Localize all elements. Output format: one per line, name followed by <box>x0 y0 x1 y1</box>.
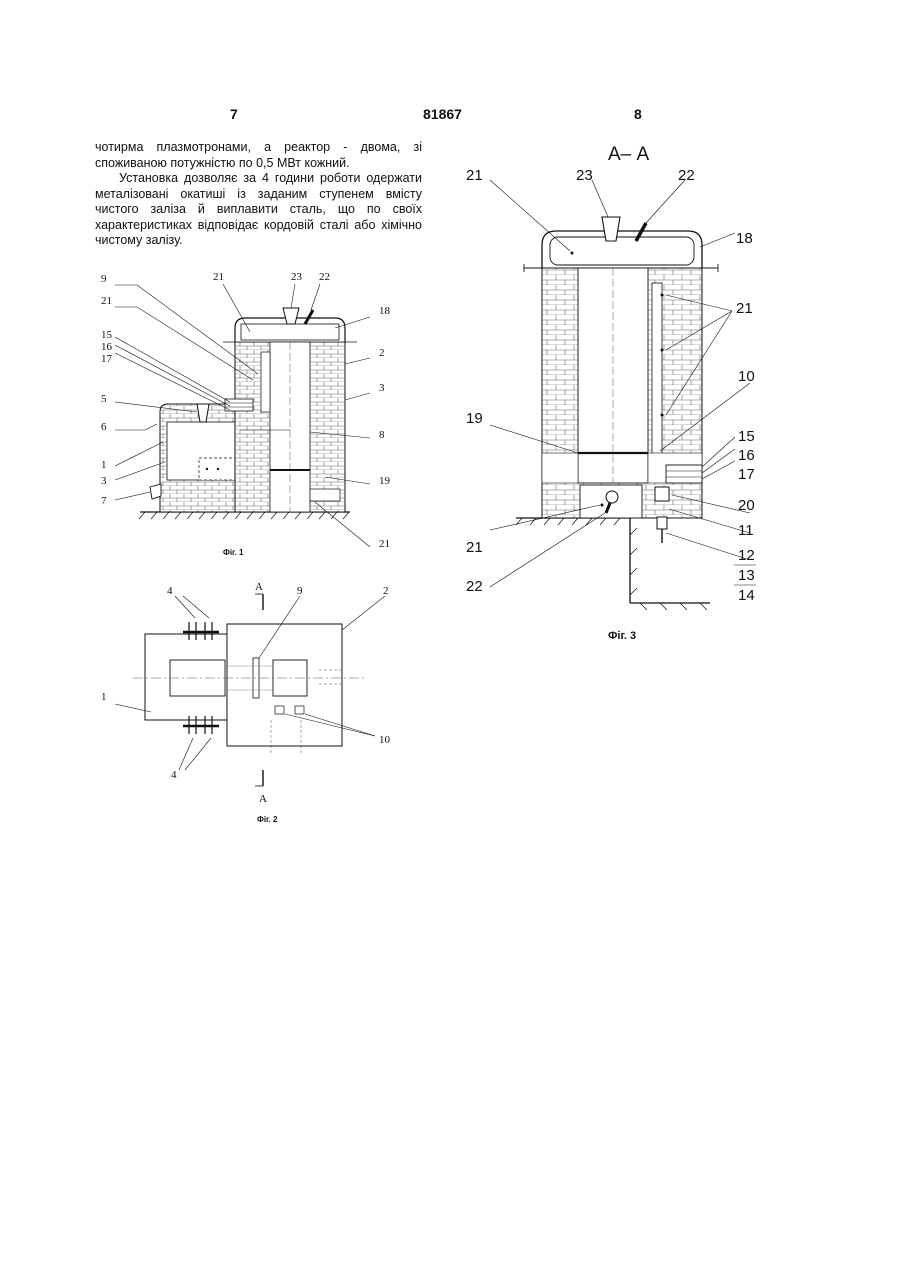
fig3-label-22a: 22 <box>678 167 695 184</box>
fig2-label-A2: А <box>259 793 267 805</box>
fig1-label-7: 7 <box>101 495 107 507</box>
fig2-label-9: 9 <box>297 585 303 597</box>
fig3-label-23: 23 <box>576 167 593 184</box>
fig1-label-23: 23 <box>291 271 303 283</box>
fig3-label-12: 12 <box>738 547 755 564</box>
fig1-label-16: 16 <box>101 341 113 353</box>
fig1-label-3a: 3 <box>101 475 107 487</box>
fig2-label-10: 10 <box>379 734 391 746</box>
fig3-label-11: 11 <box>738 522 754 539</box>
fig3-label-22b: 22 <box>466 578 483 595</box>
paragraph-1: чотирма плазмотронами, а реактор - двома… <box>95 140 422 171</box>
fig1-label-15: 15 <box>101 329 113 341</box>
fig3-label-19: 19 <box>466 410 483 427</box>
page-number-right: 8 <box>634 106 642 122</box>
page-number-left: 7 <box>230 106 238 122</box>
fig2-label-4a: 4 <box>167 585 173 597</box>
fig1-label-19: 19 <box>379 475 391 487</box>
fig2-label-A1: А <box>255 581 263 593</box>
fig1-label-17: 17 <box>101 353 113 365</box>
fig3-label-13: 13 <box>738 567 755 584</box>
fig1-label-18: 18 <box>379 305 391 317</box>
fig3-label-15: 15 <box>738 428 755 445</box>
fig3-section-title: А– А <box>608 144 650 165</box>
body-text: чотирма плазмотронами, а реактор - двома… <box>95 140 422 249</box>
fig1-label-21b: 21 <box>379 538 390 550</box>
fig1-label-1: 1 <box>101 459 107 471</box>
fig1-caption: Фіг. 1 <box>223 548 244 557</box>
fig1-label-9: 9 <box>101 273 107 285</box>
figure-3: А– А <box>460 135 770 655</box>
figure-2: 4 А 9 2 1 4 10 А Фіг. 2 <box>95 570 415 830</box>
fig1-label-8: 8 <box>379 429 385 441</box>
fig3-label-21b: 21 <box>736 300 753 317</box>
fig3-label-21c: 21 <box>466 539 483 556</box>
fig3-label-14: 14 <box>738 587 755 604</box>
fig2-label-2: 2 <box>383 585 389 597</box>
figure-1: 9 21 15 16 17 5 6 1 3 7 21 23 22 18 2 3 … <box>95 262 415 572</box>
paragraph-2: Установка дозволяє за 4 години роботи од… <box>95 171 422 249</box>
fig1-label-21top: 21 <box>213 271 224 283</box>
fig2-label-1: 1 <box>101 691 107 703</box>
patent-number: 81867 <box>423 106 462 122</box>
fig3-label-18: 18 <box>736 230 753 247</box>
fig3-caption: Фіг. 3 <box>608 630 636 642</box>
fig3-label-10: 10 <box>738 368 755 385</box>
fig2-caption: Фіг. 2 <box>257 815 278 824</box>
fig3-label-17: 17 <box>738 466 755 483</box>
fig1-label-6: 6 <box>101 421 107 433</box>
fig3-label-20: 20 <box>738 497 755 514</box>
fig1-label-22: 22 <box>319 271 330 283</box>
fig3-label-16: 16 <box>738 447 755 464</box>
fig1-label-5: 5 <box>101 393 107 405</box>
fig3-label-21a: 21 <box>466 167 483 184</box>
fig1-label-21a: 21 <box>101 295 112 307</box>
fig2-label-4b: 4 <box>171 769 177 781</box>
fig1-label-3b: 3 <box>379 382 385 394</box>
fig1-label-2: 2 <box>379 347 385 359</box>
